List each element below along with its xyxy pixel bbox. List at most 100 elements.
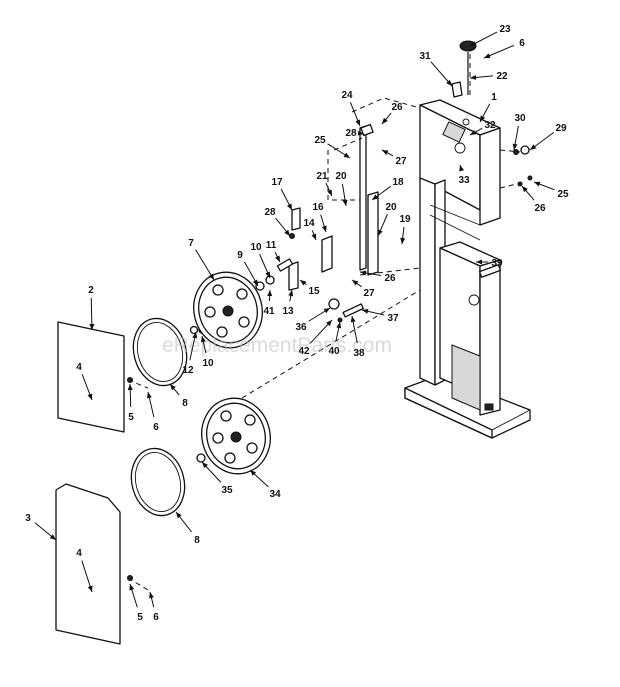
callout-c23: 23 [499, 24, 511, 35]
arrowhead-c27b [352, 280, 359, 286]
arrowhead-c4b [87, 585, 93, 592]
arrowhead-c4a [87, 393, 93, 400]
wheel-tires [130, 317, 188, 517]
callout-c31: 31 [419, 51, 431, 62]
callout-c9: 9 [237, 250, 243, 261]
arrowhead-c18 [372, 194, 379, 200]
callout-c22: 22 [496, 71, 508, 82]
callout-c21: 21 [316, 171, 328, 182]
arrowhead-c11 [275, 255, 280, 262]
arrowhead-c15 [300, 280, 307, 286]
callout-c41: 41 [263, 306, 275, 317]
arrowhead-c27a [382, 150, 389, 156]
callout-c24: 24 [341, 90, 353, 101]
callout-c3: 3 [25, 513, 31, 524]
arrowhead-c25b [534, 181, 541, 187]
callout-c32: 32 [484, 120, 496, 131]
callout-c11: 11 [266, 240, 277, 251]
callout-c40: 40 [328, 346, 340, 357]
callout-leaders [34, 31, 555, 608]
arrowhead-c10b [200, 336, 206, 343]
callout-c10b: 10 [202, 358, 214, 369]
arrowhead-c41 [267, 290, 273, 297]
arrowhead-c28b [284, 229, 290, 236]
arrowhead-c42 [326, 320, 332, 327]
callout-c13: 13 [282, 306, 294, 317]
arrowhead-c24 [355, 119, 361, 126]
arrowhead-c35 [202, 462, 208, 469]
callout-c10a: 10 [250, 242, 262, 253]
arrowhead-c22 [470, 74, 477, 80]
arrowhead-c2 [89, 323, 95, 330]
callout-c36: 36 [295, 322, 307, 333]
arrowhead-c26c [360, 270, 367, 276]
arrowhead-c31 [446, 79, 452, 86]
callout-c37: 37 [387, 313, 399, 324]
arrowhead-c28a [357, 130, 364, 136]
arrowhead-c26a [382, 117, 388, 124]
arrowhead-c6c [149, 592, 154, 599]
arrowhead-c33 [459, 165, 465, 172]
arrowhead-c34 [250, 470, 257, 476]
main-frame [404, 99, 531, 439]
arrowhead-c7 [208, 273, 214, 280]
arrowhead-c25a [343, 152, 350, 158]
callout-c35: 35 [221, 485, 233, 496]
arrowhead-c37 [362, 308, 369, 314]
callout-c2: 2 [88, 285, 94, 296]
arrowhead-c8a [170, 384, 176, 391]
callout-c30: 30 [514, 113, 526, 124]
callout-c15: 15 [308, 286, 320, 297]
arrowhead-c29 [530, 144, 537, 150]
callout-c25b: 25 [557, 189, 569, 200]
callout-c25a: 25 [314, 135, 326, 146]
callout-c5b: 5 [137, 612, 143, 623]
callout-c38: 38 [353, 348, 365, 359]
callout-c42: 42 [298, 346, 310, 357]
callout-c18: 18 [392, 177, 404, 188]
callout-c8b: 8 [194, 535, 200, 546]
arrowhead-c5b [129, 584, 135, 591]
callout-c5a: 5 [128, 412, 134, 423]
arrowhead-c32 [470, 129, 477, 135]
guide-assembly [288, 123, 379, 291]
callout-c8a: 8 [182, 398, 188, 409]
arrowhead-c10a [265, 271, 270, 278]
callout-c17: 17 [271, 177, 283, 188]
arrowhead-c1 [480, 115, 486, 122]
callout-c19: 19 [399, 214, 411, 225]
callout-c1: 1 [491, 92, 497, 103]
callout-c4b: 4 [76, 548, 82, 559]
arrowhead-c12 [192, 332, 198, 339]
arrowhead-c20a [342, 199, 348, 206]
arrowhead-c39 [476, 259, 482, 265]
arrowhead-c14 [311, 233, 317, 240]
callout-c28a: 28 [345, 128, 357, 139]
callout-c4a: 4 [76, 362, 82, 373]
callout-c20b: 20 [385, 202, 397, 213]
arrowhead-c19 [400, 237, 406, 244]
callout-c26b: 26 [534, 203, 546, 214]
upper-wheel [193, 271, 263, 349]
callout-c20a: 20 [335, 171, 347, 182]
arrowhead-c5a [127, 384, 133, 391]
arrowhead-c3 [49, 534, 56, 540]
arrowhead-c13 [288, 290, 294, 297]
arrowhead-c6a [484, 53, 491, 58]
arrowhead-c36 [323, 308, 330, 314]
arrowhead-c6b [146, 392, 152, 399]
arrowhead-c8b [176, 512, 182, 519]
arrowhead-c17 [287, 203, 292, 210]
callout-c6a: 6 [519, 38, 525, 49]
callout-c29: 29 [555, 123, 567, 134]
tension-knob [451, 40, 477, 98]
arrowhead-c20b [378, 229, 383, 236]
arrowhead-c23 [470, 41, 477, 46]
arrowhead-c40 [336, 322, 342, 329]
callout-c7: 7 [188, 238, 194, 249]
callout-c33: 33 [458, 175, 470, 186]
callout-c12: 12 [182, 365, 194, 376]
callout-c14: 14 [303, 218, 315, 229]
